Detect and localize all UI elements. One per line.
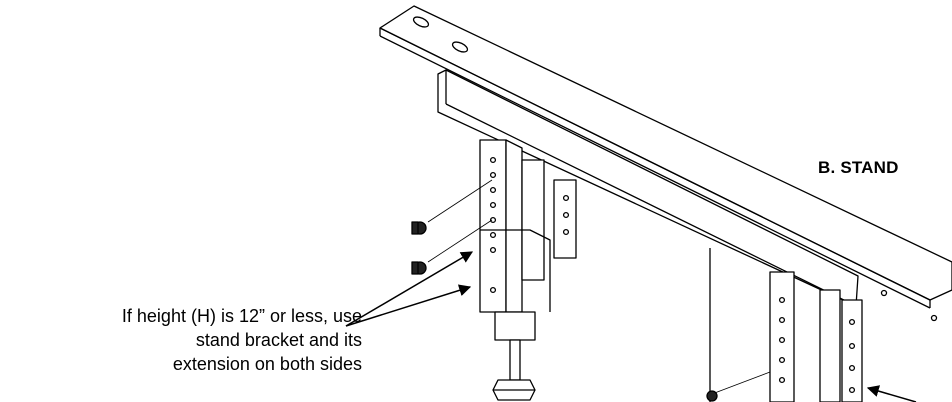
slot-hole: [451, 41, 469, 53]
top-mounting-plate: [379, 5, 952, 322]
height-note: If height (H) is 12” or less, use stand …: [2, 304, 362, 376]
callout-arrow: [866, 385, 917, 402]
note-line: If height (H) is 12” or less, use: [121, 306, 362, 326]
slot-hole: [412, 16, 430, 28]
right-stand-bracket: [706, 248, 863, 402]
mount-hole: [930, 314, 938, 322]
left-stand-bracket: [479, 139, 577, 313]
mount-hole: [880, 289, 888, 297]
callout-arrow: [345, 251, 474, 327]
section-heading: B. STAND: [818, 158, 899, 177]
note-line: stand bracket and its: [195, 330, 362, 350]
callout-arrow: [345, 284, 472, 327]
leveling-foot: [492, 311, 536, 401]
mounting-bolt: [411, 179, 493, 235]
mounting-bolt: [411, 219, 493, 275]
note-line: extension on both sides: [172, 354, 362, 374]
